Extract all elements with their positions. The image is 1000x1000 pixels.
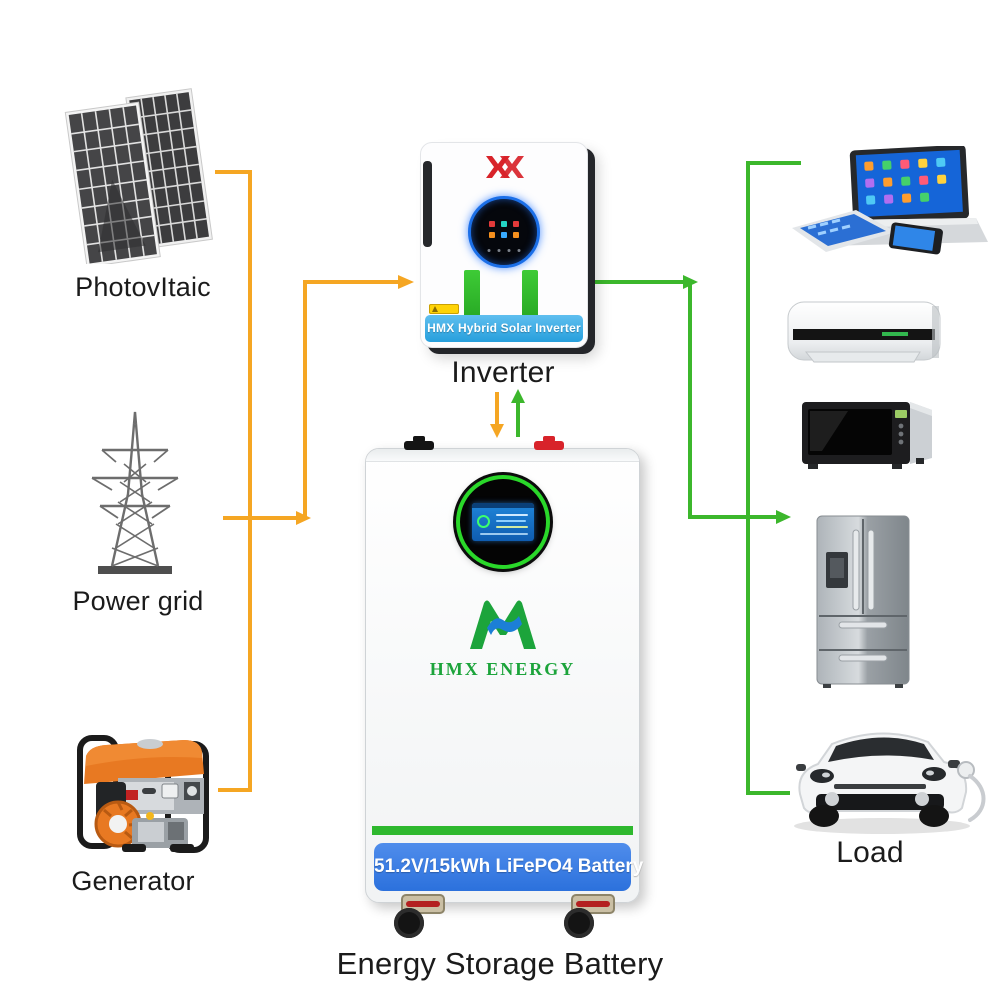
output-branch-arrowhead	[776, 510, 791, 524]
battery-positive-terminal	[534, 436, 564, 450]
battery-green-stripe	[372, 826, 633, 835]
caster-wheel-icon	[564, 894, 622, 940]
battery-display	[455, 475, 550, 569]
photovoltaic-panels-icon	[64, 88, 213, 264]
energy-storage-battery-unit: HMX ENERGY 51.2V/15kWh LiFePO4 Battery	[365, 436, 643, 938]
air-conditioner-icon	[787, 301, 941, 363]
power-grid-label: Power grid	[72, 586, 204, 616]
inverter-brand-logo-icon	[486, 156, 524, 178]
inverter-banner: HMX Hybrid Solar Inverter	[425, 315, 583, 342]
inverter-buttons	[487, 249, 521, 252]
inverter-indicators-2	[489, 232, 519, 238]
inverter-input-arrowhead	[398, 275, 414, 289]
refrigerator-icon	[816, 515, 910, 688]
inverter-indicators	[489, 221, 519, 227]
inverter-vent	[423, 161, 432, 247]
output-branch-line	[688, 284, 776, 519]
inverter-green-bar	[464, 270, 480, 320]
caster-wheel-icon	[394, 894, 452, 940]
inverter-green-bar	[522, 270, 538, 320]
inverter-unit: HMX Hybrid Solar Inverter	[420, 142, 588, 348]
power-grid-tower-icon	[91, 411, 179, 574]
battery-brand-text: HMX ENERGY	[429, 659, 576, 679]
battery-negative-terminal	[404, 436, 434, 450]
charge-arrowhead	[490, 424, 504, 438]
inverter-display	[468, 196, 540, 268]
generator-label: Generator	[71, 866, 195, 896]
discharge-arrowhead	[511, 389, 525, 403]
hmx-logo-icon	[469, 600, 536, 649]
warning-sticker-icon	[429, 304, 459, 314]
battery-spec-banner: 51.2V/15kWh LiFePO4 Battery	[374, 843, 643, 891]
grid-feed-arrowhead	[296, 511, 311, 525]
laptop-and-devices-icon	[792, 146, 988, 255]
battery-label: Energy Storage Battery	[336, 946, 664, 981]
photovoltaic-label: PhotovItaic	[75, 272, 211, 302]
electric-car-icon	[794, 732, 986, 834]
microwave-oven-icon	[802, 402, 932, 469]
generator-icon	[77, 735, 209, 853]
battery-lcd-screen	[471, 503, 534, 541]
load-label: Load	[836, 836, 904, 869]
pv-generator-feed-line	[215, 170, 252, 792]
inverter-output-arrowhead	[683, 275, 698, 289]
inverter-label: Inverter	[451, 356, 555, 389]
